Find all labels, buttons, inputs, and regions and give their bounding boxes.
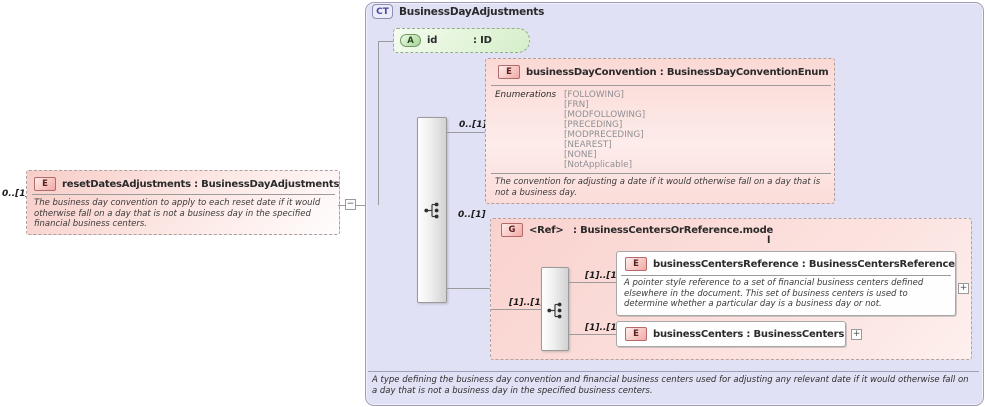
enum-value: [NEAREST] [564,140,612,150]
group-name: <Ref> [529,224,564,236]
complex-type-icon: CT [372,4,393,19]
element-node-resetDatesAdjustments[interactable]: E resetDatesAdjustments : BusinessDayAdj… [26,170,340,235]
attribute-type: : ID [473,35,492,46]
connector-line [447,132,485,133]
enum-value: [NONE] [564,150,597,160]
element-title: businessDayConvention : BusinessDayConve… [526,66,829,78]
attribute-node-id[interactable]: A id : ID [393,28,530,53]
element-title: resetDatesAdjustments : BusinessDayAdjus… [62,178,340,190]
connector-line [491,309,541,310]
enum-value: [FOLLOWING] [564,90,624,100]
attribute-icon: A [400,34,421,47]
enum-value: [NotApplicable] [564,160,633,170]
group-type-wrap: l [767,235,771,246]
attribute-name: id [427,35,438,46]
element-node-businessDayConvention[interactable]: E businessDayConvention : BusinessDayCon… [485,58,835,204]
enum-value: [FRN] [564,100,589,110]
divider [491,85,831,86]
divider [621,275,951,276]
cardinality-label-inner: [1]..[1] [509,298,545,308]
element-title: businessCentersReference : BusinessCente… [653,258,955,270]
element-node-businessCentersReference[interactable]: E businessCentersReference : BusinessCen… [616,251,956,316]
divider [491,173,831,174]
element-title: businessCenters : BusinessCenters [653,328,845,340]
element-description: The convention for adjusting a date if i… [495,177,821,198]
connector-line [569,282,616,283]
cardinality-label-group: 0..[1] [458,210,486,220]
connector-line [378,41,394,42]
connector-line [569,334,616,335]
connector-line [447,288,490,289]
cardinality-label-convention: 0..[1] [459,120,487,130]
element-icon: E [625,327,647,341]
connector-line [338,205,345,206]
group-type: : BusinessCentersOrReference.mode [573,224,774,236]
element-icon: E [625,257,647,271]
collapse-button[interactable]: − [345,199,356,210]
enum-value: [MODPRECEDING] [564,130,644,140]
cardinality-label-centers-reference: [1]..[1] [585,271,621,281]
expand-button[interactable]: + [958,283,969,294]
element-icon: E [498,65,520,79]
divider [368,371,979,372]
enumerations-label: Enumerations [495,90,557,100]
element-description: A pointer style reference to a set of fi… [624,278,924,310]
complex-type-description: A type defining the business day convent… [372,375,969,396]
enumeration-list: [FOLLOWING] [FRN] [MODFOLLOWING] [PRECED… [564,90,645,170]
sequence-icon [547,302,562,319]
group-icon: G [501,223,523,237]
enum-value: [PRECEDING] [564,120,623,130]
connector-line [378,41,379,205]
sequence-icon [424,202,439,219]
expand-button[interactable]: + [851,329,862,340]
cardinality-label-centers: [1]..[1] [585,323,621,333]
cardinality-label-reset: 0..[1] [2,189,30,199]
element-description: The business day convention to apply to … [34,198,321,230]
sequence-compositor[interactable] [417,117,447,303]
complex-type-title: BusinessDayAdjustments [399,5,545,18]
divider [32,194,335,195]
group-node-ref[interactable]: G <Ref> : BusinessCentersOrReference.mod… [490,218,972,360]
element-node-businessCenters[interactable]: E businessCenters : BusinessCenters [616,321,846,347]
element-icon: E [34,177,56,191]
sequence-compositor-inner[interactable] [541,267,569,351]
enum-value: [MODFOLLOWING] [564,110,646,120]
